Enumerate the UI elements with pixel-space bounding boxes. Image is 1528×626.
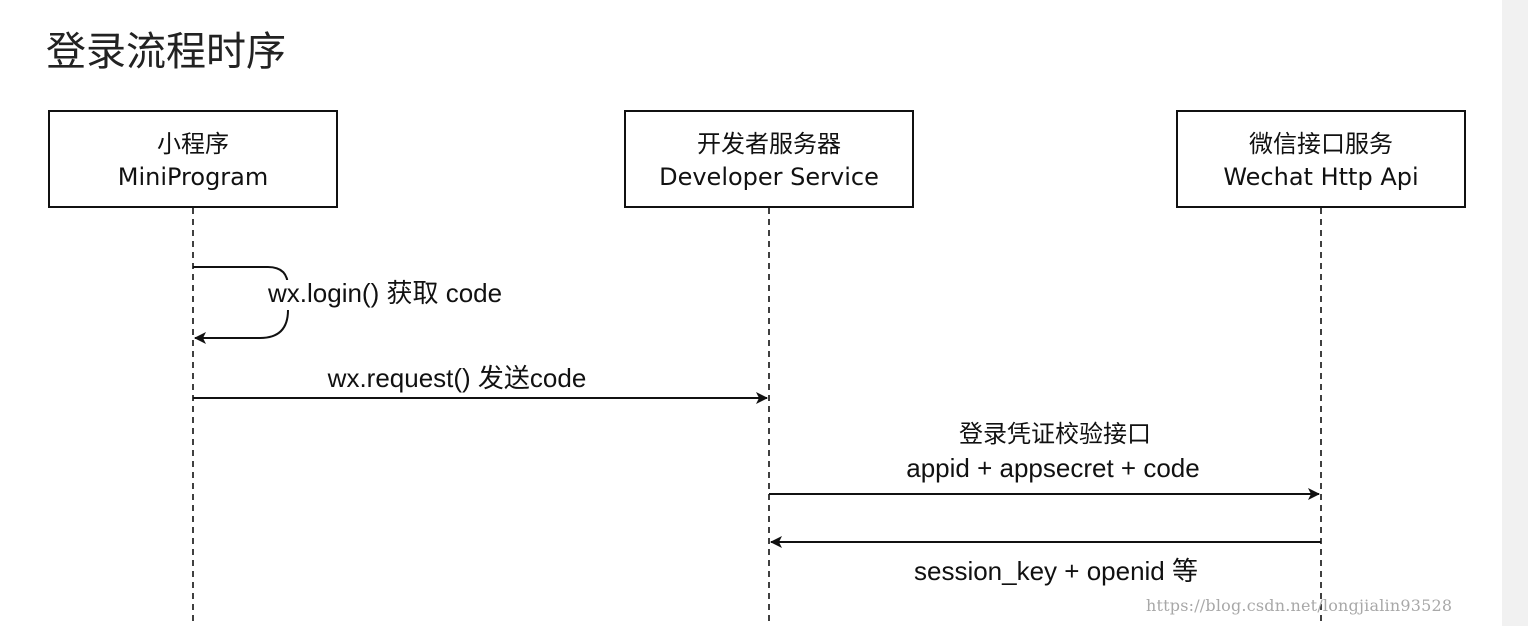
- actor-developer-service-en: Developer Service: [659, 163, 879, 191]
- actor-developer-service-cn: 开发者服务器: [697, 130, 841, 158]
- watermark-url: https://blog.csdn.net/longjialin93528: [1146, 596, 1453, 615]
- verify-title-label: 登录凭证校验接口: [959, 420, 1151, 448]
- response-label: session_key + openid 等: [914, 556, 1198, 586]
- send-code-label: wx.request() 发送code: [327, 363, 587, 393]
- page-title: 登录流程时序: [46, 29, 286, 75]
- page-scroll-strip: [1502, 0, 1528, 626]
- actor-miniprogram-cn: 小程序: [157, 130, 229, 158]
- actor-wechat-api-cn: 微信接口服务: [1249, 130, 1393, 158]
- actor-wechat-api: 微信接口服务 Wechat Http Api: [1176, 110, 1466, 208]
- actor-miniprogram-en: MiniProgram: [118, 163, 269, 191]
- verify-params-label: appid + appsecret + code: [906, 453, 1199, 483]
- actor-miniprogram: 小程序 MiniProgram: [48, 110, 338, 208]
- self-message-label-bg: [266, 280, 530, 310]
- actor-wechat-api-en: Wechat Http Api: [1223, 163, 1418, 191]
- self-message-label: wx.login() 获取 code: [267, 278, 502, 308]
- actor-developer-service: 开发者服务器 Developer Service: [624, 110, 914, 208]
